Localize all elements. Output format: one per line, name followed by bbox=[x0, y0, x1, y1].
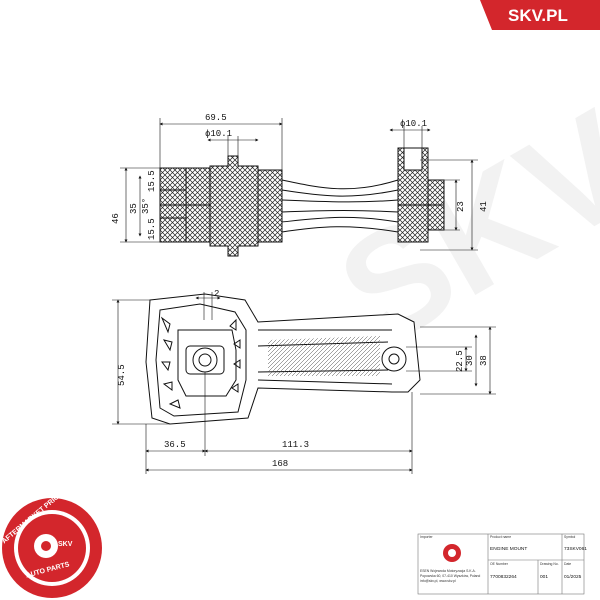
left-bushing-rear bbox=[257, 169, 283, 243]
tb-drawing-no: 001 bbox=[540, 574, 548, 580]
tb-oe-number: 7700832264 bbox=[490, 574, 517, 580]
tb-drawing-no-label: Drawing No. bbox=[540, 562, 559, 566]
mount-window bbox=[177, 329, 237, 397]
dim-lower-offset: 15.5 bbox=[147, 218, 157, 240]
dim-right-bore: ϕ10.1 bbox=[400, 119, 427, 129]
dim-right-inner: 23 bbox=[456, 201, 466, 212]
tb-product-name: ENGINE MOUNT bbox=[490, 546, 527, 552]
dim-right-outer: 41 bbox=[479, 201, 489, 212]
dim-left-segment: 36.5 bbox=[164, 440, 186, 450]
svg-text:SKV.PL: SKV.PL bbox=[508, 6, 568, 25]
dim-height-inner: 35 bbox=[129, 203, 139, 214]
dim-height-outer: 46 bbox=[111, 213, 121, 224]
top-view-dimensions bbox=[120, 118, 478, 251]
dim-right-b: 30 bbox=[465, 355, 475, 366]
top-view bbox=[159, 147, 445, 257]
right-bore-inner bbox=[388, 353, 400, 365]
left-bushing-core bbox=[209, 155, 259, 257]
dim-middle-segment: 111.3 bbox=[282, 440, 309, 450]
dim-right-a: 22.5 bbox=[455, 350, 465, 372]
tb-importer-label: Importer bbox=[420, 535, 433, 539]
left-bore-inner bbox=[198, 353, 212, 367]
tb-company-name: ESEN Wojewoda Motoryzacja S.K.A. bbox=[420, 569, 476, 573]
tb-symbol: 73SKV061 bbox=[564, 546, 587, 552]
quality-seal: AFTERMARKET PRICE · OE QUALITY SKV AUTO … bbox=[1, 459, 102, 598]
mount-inner-outline bbox=[155, 303, 247, 417]
tb-company-contact: info@skv.pl, www.skv.pl bbox=[420, 579, 456, 583]
tb-product-name-label: Product name bbox=[490, 535, 511, 539]
brand-logo: SKV.PL bbox=[480, 0, 600, 30]
dim-gap: 2 bbox=[214, 289, 219, 299]
dim-side-height: 54.5 bbox=[117, 364, 127, 386]
dim-total-length: 168 bbox=[272, 459, 288, 469]
tb-date: 01/2025 bbox=[564, 574, 582, 580]
dim-angle: 35° bbox=[141, 198, 151, 214]
tb-date-label: Date bbox=[564, 562, 571, 566]
dim-right-c: 38 bbox=[479, 355, 489, 366]
dim-upper-offset: 15.5 bbox=[147, 170, 157, 192]
seal-center-text: SKV bbox=[58, 541, 73, 548]
title-block bbox=[417, 533, 585, 595]
dim-top-width: 69.5 bbox=[205, 113, 227, 123]
tb-company-address: Popowska 60, 07-410 Wyszków, Poland bbox=[420, 574, 480, 578]
tb-symbol-label: Symbol bbox=[564, 535, 576, 539]
dim-left-bore: ϕ10.1 bbox=[205, 129, 232, 139]
side-view-dimensions bbox=[112, 292, 496, 474]
tb-oe-number-label: OE Number bbox=[490, 562, 509, 566]
